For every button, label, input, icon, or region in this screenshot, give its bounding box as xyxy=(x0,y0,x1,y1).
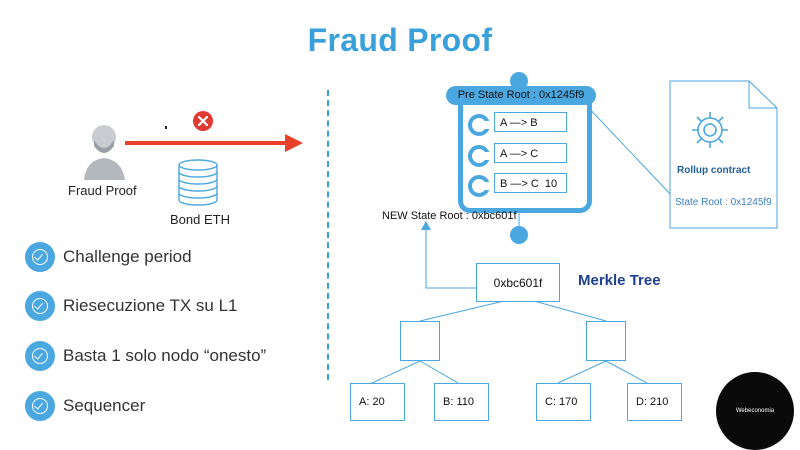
check-icon xyxy=(25,291,55,321)
checklist-item-label: Sequencer xyxy=(63,396,146,415)
merkle-root-node: 0xbc601f xyxy=(476,263,560,302)
checklist-item-label: Riesecuzione TX su L1 xyxy=(63,296,238,315)
hook-icon xyxy=(468,145,491,167)
transaction-label: A —> B xyxy=(494,112,567,132)
merkle-internal-node xyxy=(400,321,440,361)
clipboard-knob-bottom xyxy=(510,226,528,244)
submit-arrow-line xyxy=(125,141,290,145)
hook-icon xyxy=(468,175,491,197)
merkle-leaf-node: A: 20 xyxy=(350,383,405,421)
rollup-state-root: State Root : 0x1245f9 xyxy=(675,197,772,208)
webeconomia-logo: Webeconomia xyxy=(716,372,794,450)
hook-icon xyxy=(468,114,491,136)
transaction-row: B —> C 10 xyxy=(468,173,568,197)
arrow-head-icon xyxy=(285,134,303,152)
merkle-leaf-node: B: 110 xyxy=(434,383,489,421)
check-icon xyxy=(25,242,55,272)
transaction-label: A —> C xyxy=(494,143,567,163)
person-icon xyxy=(84,125,125,180)
check-icon xyxy=(25,391,55,421)
merkle-leaf-node: C: 170 xyxy=(536,383,591,421)
checklist-item-label: Challenge period xyxy=(63,247,192,266)
merkle-internal-node xyxy=(586,321,626,361)
fraud-proof-actor-label: Fraud Proof xyxy=(68,183,137,198)
checklist-item-label: Basta 1 solo nodo “onesto” xyxy=(63,346,267,365)
page-title: Fraud Proof xyxy=(307,22,493,58)
small-dot xyxy=(165,126,167,129)
rollup-contract-title: Rollup contract xyxy=(677,165,751,176)
gear-icon xyxy=(692,112,728,148)
pre-state-root-label: Pre State Root : 0x1245f9 xyxy=(446,86,596,105)
new-state-root-label: NEW State Root : 0xbc601f xyxy=(382,210,517,222)
coin-stack-icon xyxy=(178,159,218,206)
merkle-tree-title: Merkle Tree xyxy=(578,272,661,289)
merkle-leaf-node: D: 210 xyxy=(627,383,682,421)
check-icon xyxy=(25,341,55,371)
clipboard-clip-top xyxy=(510,72,528,90)
section-divider xyxy=(327,90,329,380)
transaction-row: A —> C xyxy=(468,143,568,167)
transaction-label: B —> C 10 xyxy=(494,173,567,193)
bond-eth-label: Bond ETH xyxy=(170,212,230,227)
reject-x-icon xyxy=(193,111,213,131)
transaction-row: A —> B xyxy=(468,112,568,136)
